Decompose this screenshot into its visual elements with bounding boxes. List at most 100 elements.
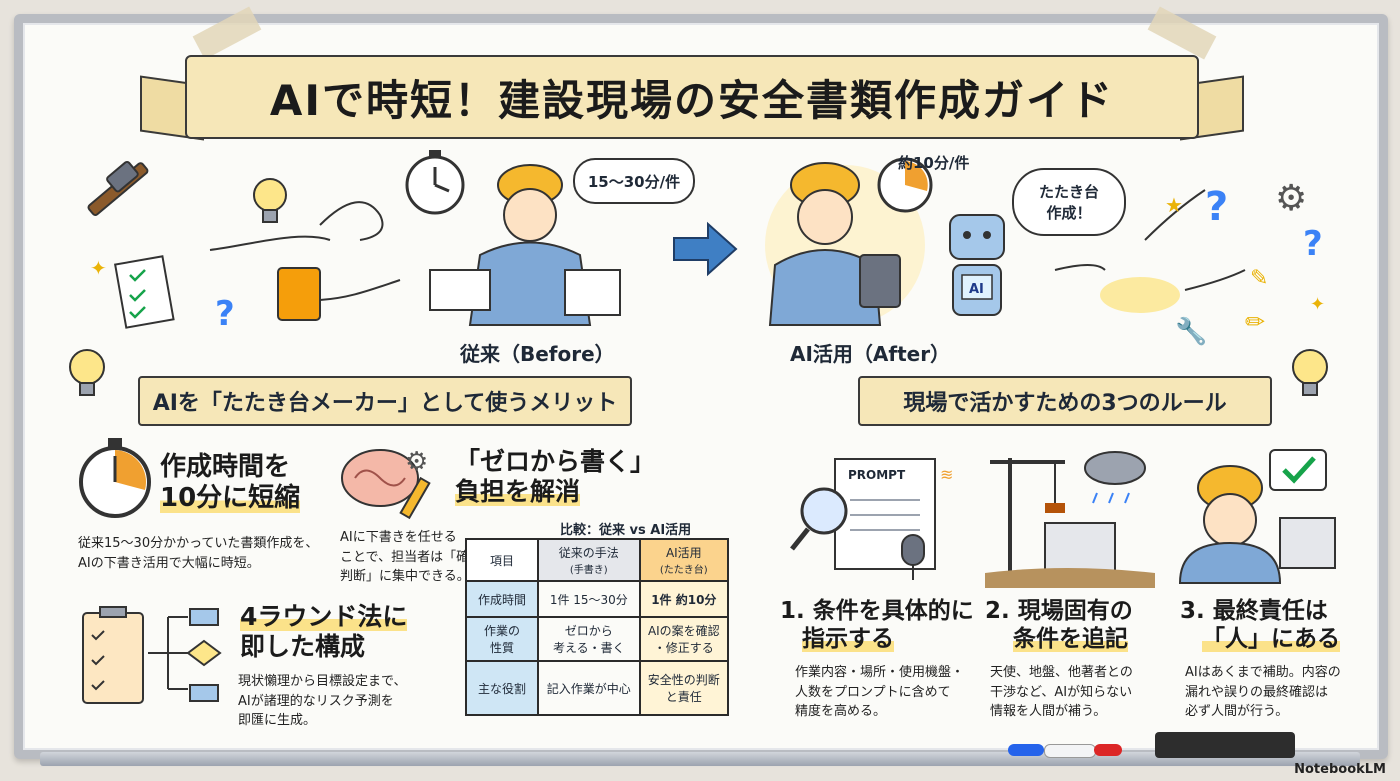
header-line: AI活用 [665,546,702,560]
robot-ai-label: AI [969,282,984,297]
after-doodles: ? ⚙ ? ★ ✎ 🔧 ✏ ✦ [1054,178,1325,347]
rule3-desc-line: 漏れや誤りの最終確認は [1185,684,1329,700]
sparkle-icon: ✦ [90,256,107,280]
table-header: 項目 [465,538,539,582]
arrow-right-icon [673,221,738,277]
merits-section-title: AIを「たたき台メーカー」として使うメリット [138,376,632,426]
stopwatch-icon [877,157,933,213]
after-time-text: 約10分/件 [898,154,970,172]
merit1-title-line: 作成時間を [160,452,291,482]
checklist-icon [113,255,175,329]
rule3-desc-line: 必ず人間が行う。 [1185,704,1289,719]
before-label: 従来（Before） [460,342,615,366]
cell-line: 作業の [483,624,520,638]
rule1-desc: 作業内容・場所・使用機盤・ 人数をプロンプトに含めて 精度を高める。 [795,663,964,722]
wrench-icon: 🔧 [1175,315,1207,347]
rule3-title-line: 「人」にある [1202,625,1340,652]
stopwatch-icon [79,438,151,518]
rule2-title: 2. 現場固有の 条件を追記 [985,598,1133,653]
table-row: 作業の性質 ゼロから考える・書く AIの案を確認・修正する [465,616,730,662]
after-speech-bubble: たたき台 作成！ [1012,168,1126,236]
lightbulb-icon: ✎ [1250,266,1268,291]
brand-label: NotebookLM [1294,762,1386,777]
rule2-title-line: 条件を追記 [1013,625,1128,652]
merit1-title-line: 10分に短縮 [160,483,301,514]
rule1-title-line: 1. 条件を具体的に [780,598,974,624]
merit3-desc-line: 即匯に生成。 [238,713,317,728]
table-cell: AIの案を確認・修正する [638,616,730,662]
header-line: (たたき台) [659,565,708,576]
svg-text:⚙: ⚙ [405,447,428,477]
header-line: 従来の手法 [558,546,619,560]
table-cell: 安全性の判断と責任 [638,660,730,716]
merit1-desc-line: AIの下書き活用で大幅に時短。 [78,555,260,571]
merit3-title-line: 即した構成 [240,632,366,661]
merit1-title: 作成時間を 10分に短縮 [160,452,301,514]
svg-text:≋: ≋ [940,465,953,484]
stressed-worker-illustration [405,150,621,326]
merit1-desc: 従来15〜30分かかっていた書類作成を、 AIの下書き活用で大幅に時短。 [78,534,318,573]
comparison-caption: 比較：従来 vs AI活用 [560,523,692,538]
lightbulb-icon [1292,349,1328,396]
merit2-title-line: 「ゼロから書く」 [455,447,656,476]
prompt-card-label: PROMPT [848,468,906,482]
cell-line: 性質 [489,641,514,655]
merit3-desc-line: AIが諸理的なリスク予測を [238,693,394,709]
merit3-desc: 現状懶理から目標設定まで、 AIが諸理的なリスク予測を 即匯に生成。 [238,672,406,731]
ai-worker-illustration: AI [765,157,1005,326]
gear-icon: ⚙ [1275,178,1307,219]
red-marker[interactable] [1094,744,1122,756]
rule2-desc-line: 干渉など、AIが知らない [990,684,1133,700]
merit2-desc-line: AIに下書きを任せる [340,530,457,545]
tablet-icon [859,254,901,308]
page-title: AIで時短！建設現場の安全書類作成ガイド [269,75,1115,125]
title-banner: AIで時短！建設現場の安全書類作成ガイド [185,55,1199,139]
rule2-desc-line: 情報を人間が補う。 [990,704,1107,719]
comparison-table: 項目 従来の手法(手書き) AI活用(たたき台) 作成時間 1件 15〜30分 … [465,538,730,716]
rule3-title-line: 3. 最終責任は [1180,598,1328,624]
before-time-text: 15〜30分/件 [587,172,681,191]
construction-site-illustration [985,451,1155,588]
crane-icon [990,458,1065,578]
magnifier-icon [790,487,848,551]
cell-line: 考える・書く [552,641,625,655]
rules-section-title: 現場で活かすための3つのルール [858,376,1272,426]
table-cell: 1件 約10分 [638,580,730,618]
question-mark-icon: ? [215,294,235,334]
eraser[interactable] [1155,732,1295,758]
table-cell: 作成時間 [465,580,539,618]
brain-gear-icon: ⚙ [341,447,431,520]
before-time-bubble: 15〜30分/件 [573,158,695,204]
before-doodles: ? ✦ [87,160,401,334]
rule1-desc-line: 精度を高める。 [795,704,887,719]
rule3-title: 3. 最終責任は 「人」にある [1180,598,1340,653]
marker-body[interactable] [1044,744,1096,758]
prompt-illustration: ≋ [790,458,953,580]
pencil-icon: ✏ [1245,308,1265,336]
merit3-desc-line: 現状懶理から目標設定まで、 [238,674,407,689]
rule3-desc: AIはあくまで補助。内容の 漏れや誤りの最終確認は 必ず人間が行う。 [1185,663,1341,722]
flowchart-clipboard-icon [82,606,222,704]
blue-marker[interactable] [1008,744,1044,756]
cell-line: 安全性の判断 [647,673,720,687]
after-label: AI活用（After） [790,342,951,366]
rule2-title-line: 2. 現場固有の [985,598,1133,624]
robot-icon: AI [949,214,1005,316]
merit2-title-line: 負担を解消 [455,477,581,506]
merits-section-text: AIを「たたき台メーカー」として使うメリット [152,391,618,416]
sparkle-icon: ✦ [1310,294,1325,315]
rules-section-text: 現場で活かすための3つのルール [903,391,1227,416]
rule1-title: 1. 条件を具体的に 指示する [780,598,974,653]
rule1-title-line: 指示する [802,625,894,652]
lightbulb-icon [253,178,287,223]
question-mark-icon: ? [1303,224,1323,264]
lightbulb-icon [69,349,105,396]
table-header: AI活用 (たたき台) [638,538,730,582]
table-cell: 1件 15〜30分 [537,580,641,618]
rule2-desc-line: 天使、地盤、他著者との [990,665,1133,680]
merit2-desc: AIに下書きを任せる ことで、担当者は「確 判断」に集中できる。 [340,528,470,587]
merit3-title-line: 4ラウンド法に [240,602,408,631]
table-cell: 主な役割 [465,660,539,716]
rule1-desc-line: 作業内容・場所・使用機盤・ [795,665,965,680]
rule1-desc-line: 人数をプロンプトに含めて [795,684,951,700]
